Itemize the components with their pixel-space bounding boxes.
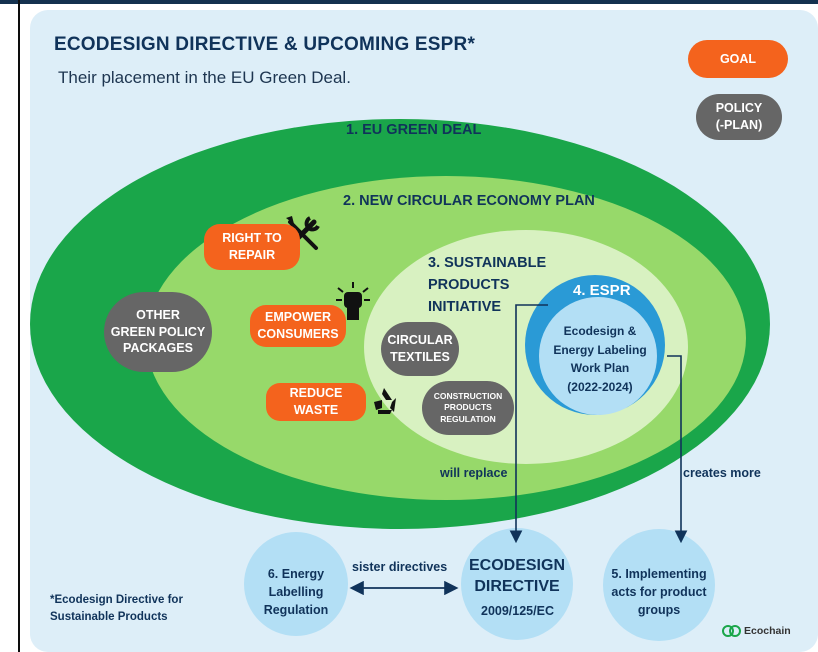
label-sustainable-products: 3. SUSTAINABLE PRODUCTS INITIATIVE [428,255,547,315]
policy-circular-textiles: CIRCULAR TEXTILES [381,322,459,376]
label-eu-green-deal: 1. EU GREEN DEAL [346,122,482,138]
left-border [18,0,20,652]
policy-other-green-packages: OTHER GREEN POLICY PACKAGES [104,292,212,372]
node-implementing-acts: 5. Implementing acts for product groups [611,567,707,618]
top-border [0,0,818,4]
arrow-creates-more [667,355,688,544]
goal-right-to-repair: RIGHT TO REPAIR [204,224,300,270]
label-sister-directives: sister directives [352,560,448,574]
circle-energy-labelling [244,532,348,636]
label-circular-economy: 2. NEW CIRCULAR ECONOMY PLAN [343,193,595,209]
page-title: ECODESIGN DIRECTIVE & UPCOMING ESPR* [54,34,476,55]
ecochain-logo-icon [722,625,741,637]
raised-fist-icon [336,282,370,320]
legend-policy: POLICY (-PLAN) [696,94,782,140]
policy-construction-products: CONSTRUCTION PRODUCTS REGULATION [422,381,514,435]
brand-label: Ecochain [744,625,791,637]
node-ecodesign-code: 2009/125/EC [481,604,554,618]
page-subtitle: Their placement in the EU Green Deal. [58,68,351,87]
circle-work-plan [539,297,657,415]
circle-ecodesign-directive [461,528,573,640]
footnote: *Ecodesign Directive for Sustainable Pro… [50,594,183,624]
legend-goal: GOAL [688,40,788,78]
label-will-replace: will replace [440,466,508,480]
node-ecodesign-directive: ECODESIGN DIRECTIVE [468,557,565,595]
goal-reduce-waste: REDUCE WASTE [266,383,366,421]
node-energy-labelling: 6. Energy Labelling Regulation [263,567,329,618]
arrow-will-replace [509,304,548,544]
label-work-plan: Ecodesign & Energy Labeling Work Plan (2… [553,324,647,394]
goal-empower-consumers: EMPOWER CONSUMERS [250,305,346,347]
recycle-icon [374,388,396,414]
label-espr: 4. ESPR [573,282,631,299]
circle-implementing-acts [603,529,715,641]
label-creates-more: creates more [683,466,761,480]
